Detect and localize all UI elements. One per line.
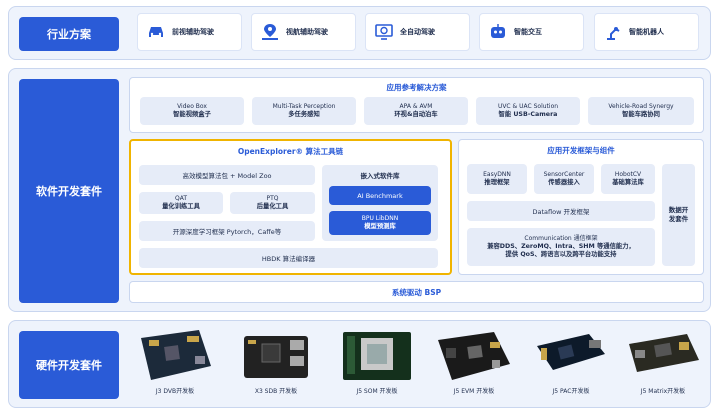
hobotcv-zh: 基础算法库 [612, 179, 644, 186]
data-dev-kit[interactable]: 数据开发套件 [662, 164, 695, 266]
easydnn-zh: 推理框架 [484, 179, 510, 186]
app-ref-en: Video Box [177, 103, 207, 110]
board-caption: J5 SOM 开发板 [356, 388, 398, 395]
j3-dvb-board-image [141, 330, 211, 380]
app-ref-zh: 智能视频盒子 [173, 111, 211, 118]
sensorcenter-en: SensorCenter [543, 171, 585, 178]
bsp-bar[interactable]: 系统驱动 BSP [129, 281, 704, 303]
industry-label: 行业方案 [19, 17, 119, 51]
board-caption: J5 EVM 开发板 [453, 388, 495, 395]
app-ref-zh: 多任务感知 [288, 111, 320, 118]
ai-benchmark[interactable]: AI Benchmark [329, 186, 431, 205]
communication-line1: 兼容DDS、ZeroMQ、Intra、SHM 等通信能力， [487, 243, 635, 250]
steering-screen-icon [375, 24, 393, 40]
board-caption: J5 PAC开发板 [552, 388, 590, 395]
board-caption: X3 SDB 开发板 [254, 388, 298, 395]
industry-card-interaction[interactable]: 智能交互 [479, 13, 584, 51]
hardware-band: 硬件开发套件 J3 DVB开发板 X3 SDB 开发板 J5 SOM 开发板 J… [8, 320, 711, 408]
j5-matrix-board-image [629, 334, 699, 372]
robot-arm-icon [607, 27, 620, 40]
app-ref-en: Vehicle-Road Synergy [608, 103, 674, 110]
j5-pac-board-image [537, 334, 605, 370]
industry-card-navigation[interactable]: 视航辅助驾驶 [251, 13, 356, 51]
board-caption: J3 DVB开发板 [155, 388, 195, 395]
app-ref-en: Multi-Task Perception [272, 103, 336, 110]
communication-framework[interactable]: Communication 通信框架 兼容DDS、ZeroMQ、Intra、SH… [467, 228, 655, 266]
app-ref-zh: 智能车路协同 [622, 111, 660, 118]
industry-card-label: 全自动驾驶 [400, 28, 435, 36]
dl-frameworks[interactable]: 开源深度学习框架 Pytorch，Caffe等 [139, 221, 315, 241]
app-framework-title: 应用开发框架与组件 [547, 146, 615, 155]
embedded-lib-title: 嵌入式软件库 [360, 172, 400, 180]
easydnn-en: EasyDNN [483, 171, 511, 178]
board-caption: J5 Matrix开发板 [640, 388, 686, 395]
hardware-label: 硬件开发套件 [19, 331, 119, 399]
industry-card-full-auto[interactable]: 全自动驾驶 [365, 13, 470, 51]
bpu-zh: 模型预测库 [364, 223, 396, 230]
communication-line2: 提供 QoS、跨语言以及跨平台功能支持 [505, 251, 617, 258]
industry-card-label: 智能交互 [514, 28, 542, 36]
openexplorer-panel: OpenExplorer® 算法工具链 高效模型算法包 + Model Zoo … [129, 139, 452, 275]
industry-card-label: 视航辅助驾驶 [286, 28, 328, 36]
industry-band: 行业方案 前视辅助驾驶 视航辅助驾驶 全自动驾驶 智能交互 智能机器人 [8, 6, 711, 60]
robot-face-icon [491, 24, 505, 38]
qat-zh: 量化训练工具 [162, 203, 200, 210]
app-ref-zh: 智能 USB-Camera [498, 111, 558, 118]
x3-sdb-board-image [244, 336, 308, 378]
industry-card-label: 智能机器人 [629, 28, 664, 36]
hobotcv-en: HobotCV [614, 171, 642, 178]
ptq-en: PTQ [266, 195, 279, 202]
qat-en: QAT [174, 195, 188, 202]
communication-title: Communication 通信框架 [524, 235, 598, 242]
data-dev-label: 数据开发套件 [668, 206, 689, 223]
map-pin-icon [262, 24, 278, 40]
app-ref-zh: 环视&自动泊车 [394, 111, 438, 118]
dataflow-framework[interactable]: Dataflow 开发框架 [467, 201, 655, 221]
bpu-en: BPU LibDNN [361, 215, 399, 222]
sensorcenter-zh: 传感器接入 [548, 179, 580, 186]
software-label: 软件开发套件 [19, 79, 119, 303]
j5-evm-board-image [438, 332, 510, 380]
industry-card-robot[interactable]: 智能机器人 [594, 13, 699, 51]
model-pack[interactable]: 高效模型算法包 + Model Zoo [139, 165, 315, 185]
app-ref-en: UVC & UAC Solution [497, 103, 559, 110]
app-ref-en: APA & AVM [399, 103, 433, 110]
hbdk-compiler[interactable]: HBDK 算法编译器 [139, 248, 438, 268]
openexplorer-title: OpenExplorer® 算法工具链 [237, 147, 344, 156]
app-reference-title: 应用参考解决方案 [386, 83, 447, 92]
industry-card-front-view[interactable]: 前视辅助驾驶 [137, 13, 242, 51]
industry-card-label: 前视辅助驾驶 [172, 28, 214, 36]
ptq-zh: 后量化工具 [256, 203, 289, 210]
car-icon [149, 27, 163, 37]
j5-som-board-image [343, 332, 411, 380]
